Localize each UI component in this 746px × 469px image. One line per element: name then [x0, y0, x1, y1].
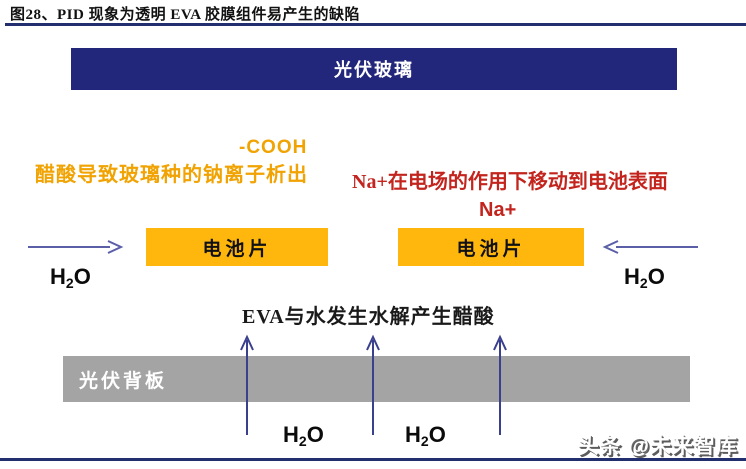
h2o-h: H — [405, 422, 421, 447]
h2o-sub: 2 — [420, 433, 429, 449]
right-pointing-arrow-icon — [28, 240, 124, 254]
pv-backsheet-label: 光伏背板 — [79, 370, 168, 392]
title-divider — [5, 23, 746, 26]
cell-right-label: 电池片 — [456, 238, 526, 260]
acetic-acid-annotation: 醋酸导致玻璃种的钠离子析出 — [35, 164, 308, 186]
h2o-o: O — [73, 264, 91, 289]
h2o-sub: 2 — [65, 275, 74, 291]
h2o-label-bottom-right: H2O — [405, 422, 446, 449]
cell-left-label: 电池片 — [202, 238, 272, 260]
h2o-o: O — [428, 422, 446, 447]
na-migration-annotation: Na+在电场的作用下移动到电池表面 — [352, 171, 668, 193]
h2o-label-right: H2O — [624, 264, 665, 291]
h2o-h: H — [624, 264, 640, 289]
upward-arrow-icon — [240, 334, 254, 435]
cell-left-box: 电池片 — [146, 228, 328, 266]
cell-right-box: 电池片 — [398, 228, 584, 266]
figure-title: 图28、PID 现象为透明 EVA 胶膜组件易产生的缺陷 — [10, 7, 360, 23]
h2o-h: H — [283, 422, 299, 447]
h2o-o: O — [306, 422, 324, 447]
h2o-sub: 2 — [639, 275, 648, 291]
h2o-sub: 2 — [298, 433, 307, 449]
h2o-label-left: H2O — [50, 264, 91, 291]
bottom-divider — [0, 458, 746, 461]
pv-glass-label: 光伏玻璃 — [334, 60, 414, 80]
hydrolysis-annotation: EVA与水发生水解产生醋酸 — [242, 306, 495, 328]
h2o-o: O — [647, 264, 665, 289]
upward-arrow-icon — [493, 334, 507, 435]
toutiao-watermark: 头条 @未来智库 — [577, 435, 738, 458]
left-pointing-arrow-icon — [602, 240, 698, 254]
cooh-annotation: -COOH — [239, 137, 308, 158]
na-ion-label: Na+ — [479, 199, 517, 221]
upward-arrow-icon — [366, 334, 380, 435]
pv-glass-layer: 光伏玻璃 — [71, 48, 677, 90]
h2o-label-bottom-left: H2O — [283, 422, 324, 449]
pv-backsheet-layer: 光伏背板 — [63, 356, 690, 402]
h2o-h: H — [50, 264, 66, 289]
